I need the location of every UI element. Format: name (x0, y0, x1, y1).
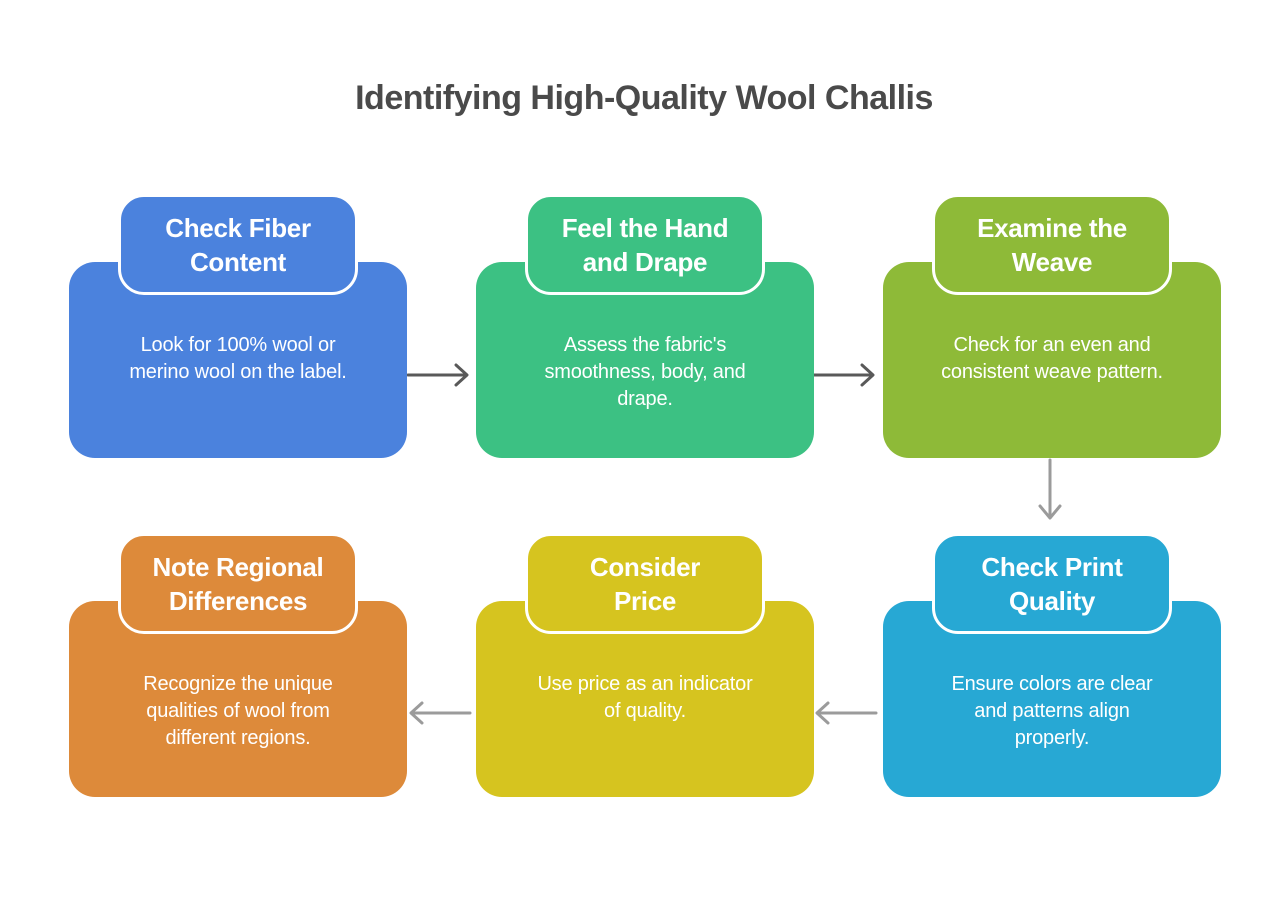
arrow-left-step4-to-step5 (815, 701, 878, 725)
step-header-tab: Consider Price (525, 533, 765, 634)
step-description: Use price as an indicator of quality. (537, 673, 753, 722)
step-card-check-fiber-content: Look for 100% wool or merino wool on the… (69, 194, 407, 459)
step-description: Recognize the unique qualities of wool f… (143, 673, 333, 749)
step-title: Examine the Weave (977, 212, 1127, 277)
diagram-title: Identifying High-Quality Wool Challis (355, 79, 933, 117)
step-header-tab: Check Print Quality (932, 533, 1172, 634)
arrow-right-step1-to-step2 (406, 363, 469, 387)
step-card-feel-hand-drape: Assess the fabric's smoothness, body, an… (476, 194, 814, 459)
step-card-consider-price: Use price as an indicator of quality. Co… (476, 533, 814, 798)
step-description: Look for 100% wool or merino wool on the… (129, 334, 347, 383)
step-title: Check Fiber Content (165, 212, 311, 277)
step-card-examine-weave: Check for an even and consistent weave p… (883, 194, 1221, 459)
step-title: Consider Price (589, 551, 701, 616)
step-card-check-print-quality: Ensure colors are clear and patterns ali… (883, 533, 1221, 798)
step-card-note-regional-differences: Recognize the unique qualities of wool f… (69, 533, 407, 798)
arrow-down-step3-to-step4 (1038, 458, 1062, 520)
arrow-right-step2-to-step3 (812, 363, 875, 387)
arrow-left-step5-to-step6 (409, 701, 472, 725)
step-title: Note Regional Differences (152, 551, 324, 616)
step-title: Feel the Hand and Drape (561, 212, 729, 277)
step-header-tab: Examine the Weave (932, 194, 1172, 295)
step-header-tab: Feel the Hand and Drape (525, 194, 765, 295)
step-title: Check Print Quality (981, 551, 1123, 616)
step-header-tab: Note Regional Differences (118, 533, 358, 634)
step-description: Assess the fabric's smoothness, body, an… (544, 334, 746, 410)
step-description: Check for an even and consistent weave p… (941, 334, 1163, 383)
step-description: Ensure colors are clear and patterns ali… (951, 673, 1153, 749)
step-header-tab: Check Fiber Content (118, 194, 358, 295)
